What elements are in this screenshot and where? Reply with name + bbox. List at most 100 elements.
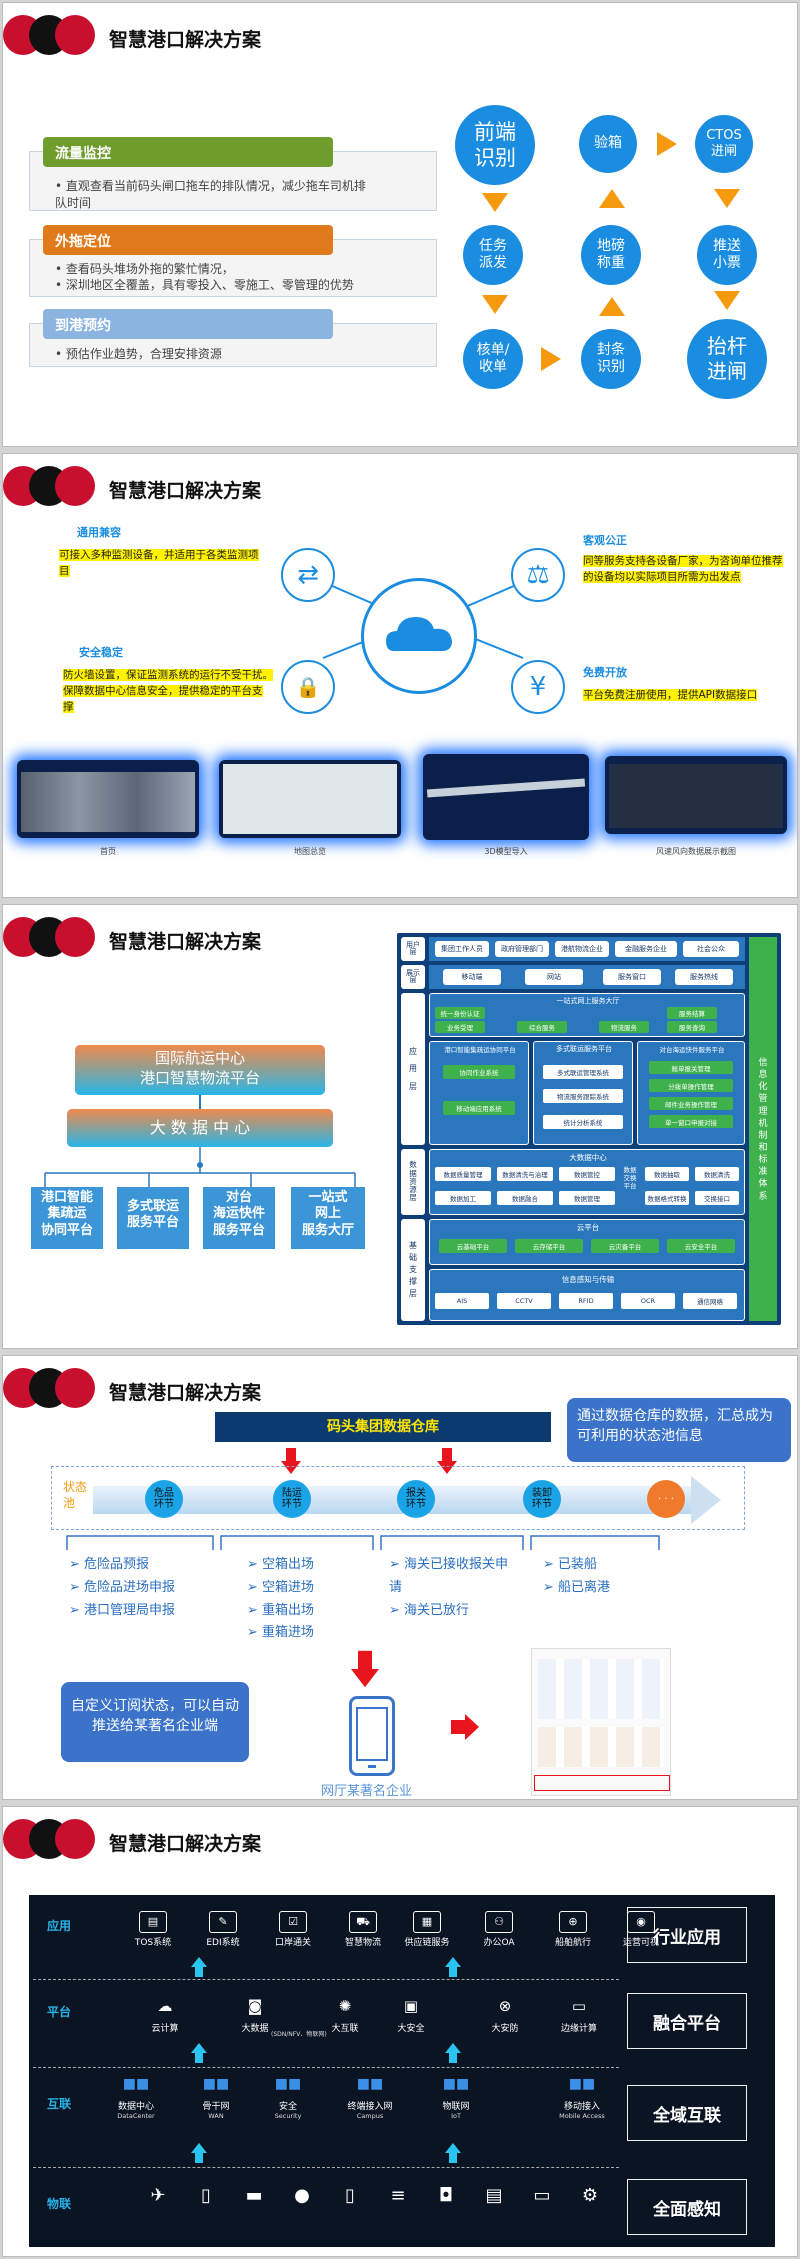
swap-item-4: 交换接口 [695, 1191, 739, 1205]
iot-device-icon-5: ▯ [345, 2185, 355, 2206]
user-item-4: 金融服务企业 [615, 941, 677, 957]
show-item-1: 移动端 [443, 969, 501, 985]
feature-text-3: • 预估作业趋势，合理安排资源 [55, 347, 222, 361]
multi-item-1: 多式联运管理系统 [543, 1065, 623, 1079]
right-arrow-head [465, 1714, 479, 1740]
feature-title-compatible: 通用兼容 [77, 526, 121, 539]
sense-item-3: RFID [559, 1293, 613, 1309]
caption-map: 地图总览 [294, 847, 326, 856]
feature-title-fair: 客观公正 [583, 534, 627, 547]
list-land-2: ➢ 空箱进场 [247, 1579, 315, 1595]
industry-apps-box: 行业应用 [627, 1907, 747, 1963]
fusion-platform-box: 融合平台 [627, 1993, 747, 2049]
brand-logo [3, 917, 103, 957]
list-loading-1: ➢ 已装船 [543, 1557, 598, 1572]
show-item-4: 服务热线 [675, 969, 733, 985]
cloud-item-1: 云基础平台 [439, 1239, 507, 1253]
show-item-2: 网站 [525, 969, 583, 985]
brand-logo [3, 466, 103, 506]
money-bag-icon: ¥ [511, 660, 565, 714]
app-tile-2: ✎EDI系统 [191, 1911, 255, 1948]
iot-device-icon-8: ▤ [485, 2185, 503, 2206]
slide-2: 智慧港口解决方案 通用兼容 可接入多种监测设备，并适用于各类监测项 目 客观公正… [2, 453, 798, 898]
feature-text-1: • 直观查看当前码头闸口拖车的排队情况，减少拖车司机排 队时间 [55, 179, 366, 210]
platform-tile-3: ✺大互联 [331, 1997, 359, 2034]
app-screenshot [531, 1648, 671, 1796]
list-danger-2: ➢ 危险品进场申报 [69, 1579, 176, 1595]
platform-center-box: 国际航运中心 港口智慧物流平台 [75, 1045, 325, 1095]
dashed-sep-3 [33, 2167, 619, 2168]
flow-lift: 抬杆 进闸 [687, 319, 767, 399]
swap-item-1: 数据抽取 [645, 1167, 689, 1181]
express-item-4: 单一窗口申报对接 [649, 1115, 733, 1128]
show-item-3: 服务窗口 [603, 969, 661, 985]
timeline-bar [93, 1486, 693, 1514]
show-layer-label: 展示 层 [401, 965, 425, 989]
screenshot-wind [605, 756, 787, 834]
connector-a [199, 1095, 201, 1109]
cloud-item-3: 云灾备平台 [591, 1239, 659, 1253]
slide-1: 智慧港口解决方案 流量监控 • 直观查看当前码头闸口拖车的排队情况，减少拖车司机… [2, 2, 798, 447]
platform-tile-2: ◙大数据 [241, 1997, 269, 2034]
full-sensing-box: 全面感知 [627, 2179, 747, 2235]
row-label-interconnect: 互联 [47, 2097, 72, 2111]
iot-device-icon-6: ≡ [390, 2185, 406, 2206]
slide-title: 智慧港口解决方案 [109, 480, 262, 502]
app-tile-icon: ▤ [139, 1911, 167, 1933]
data-layer-label: 数 据 资 源 层 [401, 1149, 425, 1215]
node-loading: 装卸 环节 [523, 1480, 561, 1518]
flow-weigh: 地磅 称重 [581, 225, 641, 285]
iot-device-icon-4: ● [294, 2185, 310, 2206]
phone-icon [349, 1696, 395, 1776]
hall-item-5: 服务查询 [667, 1021, 717, 1033]
list-land-4: ➢ 重箱进场 [247, 1625, 315, 1641]
flow-verify: 核单/ 收单 [463, 329, 523, 389]
app-tile-icon: ☑ [279, 1911, 307, 1933]
hall-item-6: 服务结算 [667, 1007, 717, 1019]
iot-device-icon-2: ▯ [201, 2185, 211, 2206]
app-tile-7: ⊕船舶航行 [541, 1911, 605, 1948]
port-item-2: 移动端应用系统 [443, 1101, 515, 1115]
user-item-3: 港航物流企业 [555, 941, 609, 957]
list-land-1: ➢ 空箱出场 [247, 1557, 315, 1572]
feature-label-1: 流量监控 [43, 137, 333, 167]
arrow-down-2 [482, 295, 508, 314]
arrow-down-3 [714, 189, 740, 208]
flow-seal: 封条 识别 [581, 329, 641, 389]
sense-item-5: 通信网络 [683, 1293, 737, 1309]
feature-text-free: 平台免费注册使用，提供API数据接口 [583, 689, 758, 701]
arrow-down-4 [714, 291, 740, 310]
flow-push: 推送 小票 [697, 225, 757, 285]
platform-tile-icon: ◙ [247, 1997, 263, 2015]
app-tile-icon: ⚇ [485, 1911, 513, 1933]
express-item-2: 分拨单操作管理 [649, 1079, 733, 1092]
dashed-sep-1 [33, 1979, 619, 1980]
app-tile-icon: ▦ [413, 1911, 441, 1933]
feature-title-free: 免费开放 [583, 666, 627, 679]
brackets [66, 1535, 660, 1550]
arrow-up-1 [599, 297, 625, 316]
user-layer-label: 用户 层 [401, 937, 425, 961]
app-tile-4: ⛟智慧物流 [331, 1911, 395, 1948]
list-danger-1: ➢ 危险品预报 [69, 1557, 150, 1572]
user-item-5: 社会公众 [683, 941, 739, 957]
up-arrow-6 [445, 2143, 461, 2165]
feature-text-2b: • 深圳地区全覆盖，具有零投入、零施工、零管理的优势 [55, 278, 354, 292]
express-item-3: 邮件业务操作管理 [649, 1097, 733, 1110]
app-tile-icon: ✎ [209, 1911, 237, 1933]
data-item-1: 数据质量管理 [435, 1167, 491, 1181]
express-group: 对台海运快件服务平台 [637, 1041, 745, 1145]
arrow-up-2 [599, 189, 625, 208]
feature-text-secure: 防火墙设置，保证监测系统的运行不受干扰。 保障数据中心信息安全，提供稳定的平台支… [63, 669, 273, 713]
platform-subtext: (SDN/NFV、物联网) [271, 2031, 327, 2038]
slide-3: 智慧港口解决方案 国际航运中心 港口智慧物流平台 大 数 据 中 心 港口智能 … [2, 904, 798, 1349]
swap-item-2: 数据清洗 [695, 1167, 739, 1181]
slide-title: 智慧港口解决方案 [109, 29, 262, 51]
platform-tile-icon: ☁ [157, 1997, 173, 2015]
down-arrow-1 [281, 1448, 301, 1474]
exchange-icon: ⇄ [281, 548, 335, 602]
feature-label-3: 到港预约 [43, 309, 333, 339]
subscribe-box: 自定义订阅状态，可以自动推送给某著名企业端 [61, 1682, 249, 1762]
row-label-app: 应用 [47, 1919, 72, 1933]
